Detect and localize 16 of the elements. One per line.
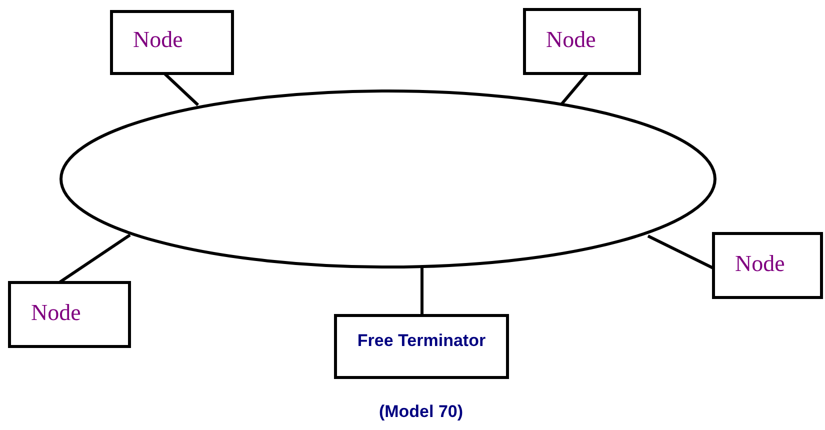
- ring-ellipse: [60, 90, 716, 268]
- node-box: [523, 8, 641, 75]
- connector-line: [59, 234, 131, 284]
- node-label: Free Terminator: [356, 330, 487, 352]
- node-label: Node: [133, 27, 183, 53]
- node-box: [110, 10, 234, 75]
- node-label: Node: [735, 251, 785, 277]
- node-box: [8, 281, 131, 348]
- node-box: [712, 232, 823, 299]
- node-box: [334, 314, 509, 379]
- node-label: Node: [31, 300, 81, 326]
- caption: (Model 70): [378, 402, 464, 422]
- connector-line: [164, 72, 200, 106]
- connector-line: [420, 267, 424, 315]
- node-label: Node: [546, 27, 596, 53]
- connector-line: [647, 234, 714, 270]
